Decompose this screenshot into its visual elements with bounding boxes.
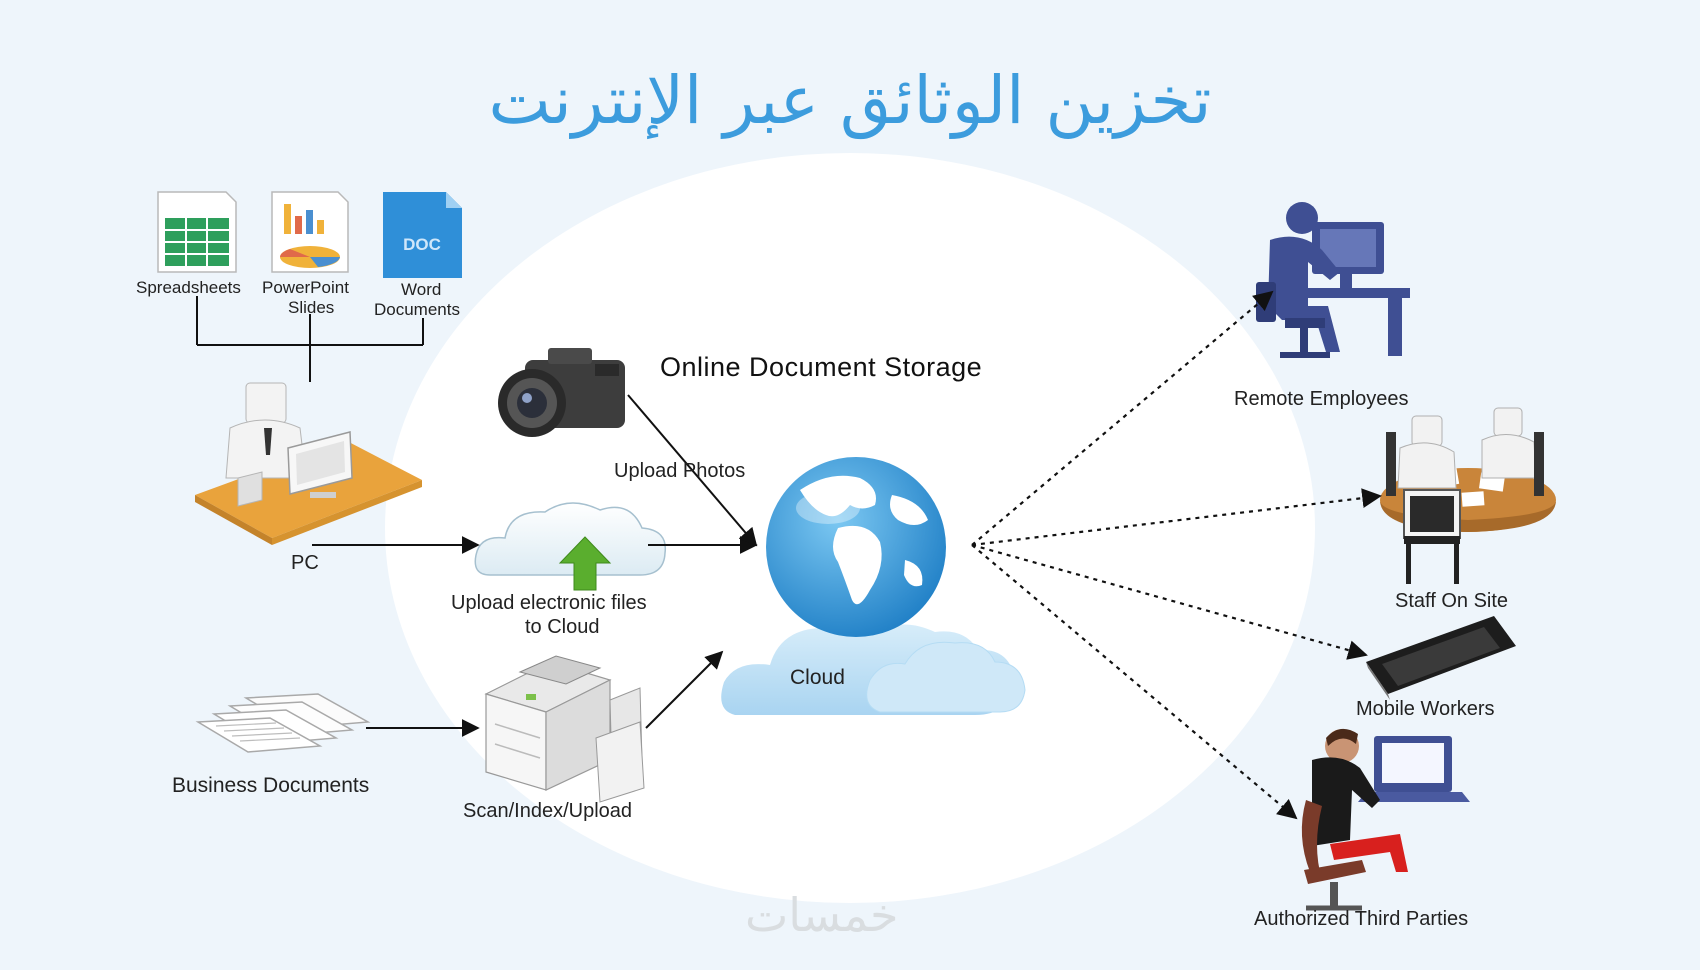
authorized-third-parties-label: Authorized Third Parties: [1254, 908, 1469, 930]
upload-cloud-icon: [474, 502, 667, 591]
pc-workstation-icon: [195, 382, 422, 545]
remote-employees-label: Remote Employees: [1234, 388, 1409, 410]
powerpoint-label-line2: Slides: [288, 298, 335, 317]
staff-on-site-label: Staff On Site: [1395, 590, 1509, 612]
camera-icon: [498, 348, 625, 437]
arrow-to-remote-employees: [971, 290, 1274, 546]
scanner-copier-icon: [484, 655, 645, 803]
cloud-label: Cloud: [790, 666, 845, 689]
upload-files-label-line1: Upload electronic files: [451, 592, 647, 614]
word-document-icon: DOC: [383, 192, 462, 278]
storage-cloud-icon: [721, 620, 1026, 715]
doc-badge-text: DOC: [403, 235, 441, 254]
documents-to-pc-connector: [196, 296, 424, 382]
globe-icon: [766, 457, 946, 637]
business-documents-icon: [195, 693, 371, 753]
staff-on-site-icon: [1380, 407, 1556, 584]
authorized-third-party-icon: [1301, 728, 1470, 911]
arrow-scanner-to-cloud: [645, 650, 724, 729]
mobile-phone-icon: [1366, 616, 1516, 700]
upload-photos-label: Upload Photos: [614, 460, 746, 482]
remote-employee-icon: [1256, 202, 1410, 358]
mobile-workers-label: Mobile Workers: [1356, 698, 1495, 720]
dotted-arrows: [971, 290, 1382, 820]
word-label-line1: Word: [401, 280, 442, 299]
pc-label: PC: [291, 552, 319, 574]
page-title: تخزين الوثائق عبر الإنترنت: [488, 62, 1212, 139]
diagram-heading: Online Document Storage: [660, 352, 983, 382]
arrow-to-staff-on-site: [971, 488, 1382, 547]
arrow-camera-to-globe: [627, 394, 758, 547]
scan-index-upload-label: Scan/Index/Upload: [463, 800, 633, 822]
powerpoint-slides-icon: [271, 191, 349, 273]
spreadsheets-label: Spreadsheets: [136, 278, 241, 297]
arrow-to-authorized-third-parties: [971, 544, 1298, 820]
watermark-logo: خمسات: [745, 888, 899, 942]
upload-files-label-line2: to Cloud: [525, 616, 600, 638]
solid-arrows: [312, 394, 758, 737]
powerpoint-label-line1: PowerPoint: [262, 278, 349, 297]
business-documents-label: Business Documents: [172, 774, 370, 797]
spreadsheet-icon: [157, 191, 237, 273]
word-label-line2: Documents: [374, 300, 460, 319]
